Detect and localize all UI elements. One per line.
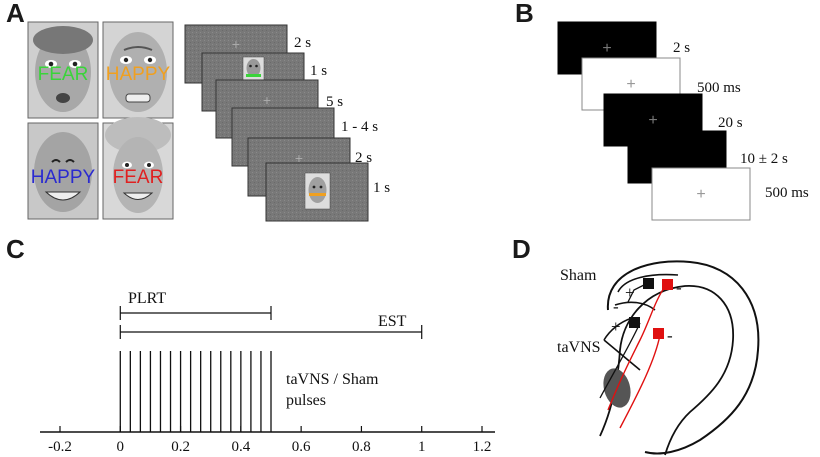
x-tick-label: 0.2 [171, 439, 190, 455]
antihelix [599, 285, 734, 456]
plrt-label: PLRT [128, 290, 166, 307]
duration-b-4: 10 ± 2 s [740, 151, 788, 167]
face-image-4: FEAR [102, 117, 174, 220]
slide-b-5 [651, 167, 751, 221]
ear-outline [606, 260, 760, 455]
face-word-4: FEAR [113, 167, 164, 188]
pulse-train [119, 351, 272, 432]
panel-label-d: D [512, 234, 531, 264]
helix-crus [617, 273, 679, 293]
tavns-anode-wire [599, 322, 641, 399]
tavns-cathode-wire [619, 334, 661, 429]
face-word-1: FEAR [38, 64, 89, 85]
slide-a-6 [265, 162, 369, 222]
face-image-1: FEAR [27, 21, 99, 119]
x-tick-label: 1.2 [473, 439, 492, 455]
pulse-label-line2: pulses [286, 392, 326, 409]
sham-cathode-wire [607, 284, 667, 411]
slide-face-thumb-2 [304, 172, 331, 210]
face-word-2: HAPPY [106, 64, 171, 85]
x-tick-label: 0.4 [231, 439, 250, 455]
face-word-3: HAPPY [31, 167, 96, 188]
duration-b-1: 2 s [673, 40, 690, 56]
duration-b-2: 500 ms [697, 80, 741, 96]
duration-a-6: 1 s [373, 180, 390, 196]
tavns-label: taVNS [557, 339, 601, 356]
duration-a-2: 1 s [310, 63, 327, 79]
panel-a: A FEAR HAPPY HAPPY [6, 0, 390, 222]
fixation-cross: + [602, 40, 611, 57]
tavns-minus-sign: - [667, 326, 673, 345]
fixation-cross: + [232, 36, 240, 52]
est-label: EST [378, 313, 407, 330]
x-tick-label: 0.6 [292, 439, 311, 455]
x-tick-label: 0.8 [352, 439, 371, 455]
panel-b: B + + + + 2 s 500 ms 20 s 10 ± 2 s 500 m… [515, 0, 809, 221]
slide-face-thumb-1 [242, 56, 265, 82]
extra-minus-sign: - [613, 297, 619, 316]
duration-b-3: 20 s [718, 115, 743, 131]
ear-diagram [599, 260, 760, 456]
tavns-plus-sign: + [611, 317, 621, 336]
fixation-cross: + [696, 186, 705, 203]
panel-label-a: A [6, 0, 25, 28]
fixation-cross: + [626, 76, 635, 93]
panel-c: C -0.2 0 0.2 0.4 0.6 0.8 1 1.2 PLRT EST taVNS /… [6, 234, 495, 455]
x-axis-ticks: -0.2 0 0.2 0.4 0.6 0.8 1 1.2 [48, 426, 491, 455]
face-image-2: HAPPY [102, 21, 174, 119]
fixation-cross: + [295, 150, 303, 166]
x-tick-label: -0.2 [48, 439, 72, 455]
panel-d: D + - + - - Sham taVNS [512, 234, 760, 456]
face-image-3: HAPPY [27, 122, 99, 220]
fixation-cross: + [263, 92, 271, 108]
x-tick-label: 1 [418, 439, 426, 455]
duration-a-3: 5 s [326, 94, 343, 110]
sham-anode-electrode [643, 278, 654, 289]
sham-cathode-electrode [662, 279, 673, 290]
tavns-cathode-electrode [653, 328, 664, 339]
pulse-label-line1: taVNS / Sham [286, 371, 379, 388]
duration-a-5: 2 s [355, 150, 372, 166]
tavns-anode-electrode [629, 317, 640, 328]
duration-a-4: 1 - 4 s [341, 119, 378, 135]
panel-label-c: C [6, 234, 25, 264]
duration-a-1: 2 s [294, 35, 311, 51]
trial-sequence-a: + + + 2 s 1 s 5 s 1 - 4 [184, 24, 390, 222]
panel-label-b: B [515, 0, 534, 28]
fixation-cross: + [648, 112, 657, 129]
sham-label: Sham [560, 267, 597, 284]
sham-plus-sign: + [625, 283, 635, 302]
x-tick-label: 0 [117, 439, 125, 455]
duration-b-5: 500 ms [765, 185, 809, 201]
sham-minus-sign: - [676, 278, 682, 297]
